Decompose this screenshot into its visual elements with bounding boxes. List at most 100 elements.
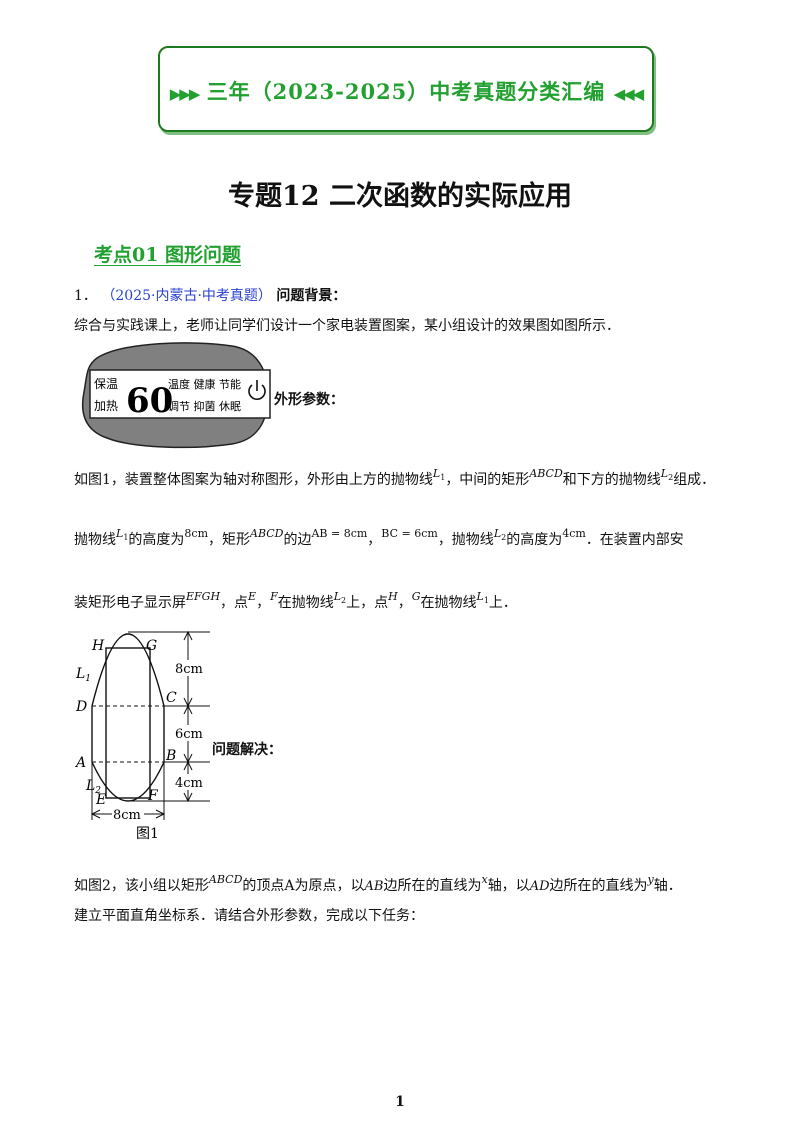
arrow-left-icon xyxy=(90,809,101,819)
math-ABCD: ABCD xyxy=(208,873,243,886)
arrow-up-icon xyxy=(183,704,193,715)
display-left-top: 保温 xyxy=(94,377,118,391)
header-banner: ▶▶▶ 三年（2023-2025）中考真题分类汇编 ◀◀◀ xyxy=(158,46,654,132)
page-title: 专题12 二次函数的实际应用 xyxy=(228,181,572,212)
dim-bottom-label: 4cm xyxy=(175,776,203,791)
math-x: x xyxy=(481,873,488,886)
banner-title: 三年（2023-2025）中考真题分类汇编 xyxy=(206,79,606,104)
text: 和下方的抛物线 xyxy=(562,472,661,488)
figure-caption: 图1 xyxy=(136,826,159,842)
text: 的高度为 xyxy=(128,532,185,548)
label-H: H xyxy=(91,638,105,654)
math-F: F xyxy=(270,590,278,603)
text: 在抛物线 xyxy=(277,595,334,611)
math-AB: AB xyxy=(364,879,384,894)
label-A: A xyxy=(74,755,86,771)
math-EFGH: EFGH xyxy=(186,590,221,603)
math-sym: L xyxy=(116,527,124,540)
power-icon xyxy=(248,380,266,400)
arrow-down-icon xyxy=(183,792,193,803)
label-L2: L2 xyxy=(85,778,101,796)
text: 上． xyxy=(488,595,517,611)
text: ， xyxy=(397,595,412,611)
text: 轴． xyxy=(653,878,682,894)
math-y: y xyxy=(647,873,654,886)
text: ， xyxy=(367,532,382,548)
label-F: F xyxy=(147,788,159,804)
math-ABCD: ABCD xyxy=(250,527,284,540)
text: 上，点 xyxy=(346,595,389,611)
text: 组成． xyxy=(673,472,716,488)
math-sym: L xyxy=(660,467,669,480)
text: 的边 xyxy=(283,532,312,548)
sub: 2 xyxy=(94,786,101,796)
paragraph-2: 抛物线L1的高度为8cm，矩形ABCD的边AB = 8cm，BC = 6cm，抛… xyxy=(74,527,684,552)
text: 抛物线 xyxy=(74,532,116,548)
solve-label: 问题解决： xyxy=(212,742,282,758)
dim-width-label: 8cm xyxy=(113,808,141,823)
display-right-bottom: 调节 抑菌 休眠 xyxy=(168,399,241,413)
math-G: G xyxy=(411,590,421,603)
arrow-up-icon xyxy=(183,760,193,771)
dim-bot-mask xyxy=(174,774,204,790)
paragraph-1: 如图1，装置整体图案为轴对称图形，外形由上方的抛物线L1，中间的矩形ABCD和下… xyxy=(74,467,716,492)
outer-param-label: 外形参数： xyxy=(274,392,344,408)
math-sym: L xyxy=(333,590,342,603)
display-panel xyxy=(89,369,271,419)
text: ，点 xyxy=(220,595,249,611)
math-sub: 2 xyxy=(341,596,347,605)
math-E: E xyxy=(248,590,257,603)
math-AB: AB = 8cm xyxy=(311,527,368,540)
text: 如图2，该小组以矩形 xyxy=(74,878,209,894)
dim-width-mask xyxy=(112,807,144,821)
paragraph-intro: 综合与实践课上，老师让同学们设计一个家电装置图案，某小组设计的效果图如图所示． xyxy=(74,318,620,334)
math-ABCD: ABCD xyxy=(529,467,563,480)
math-L2: L2 xyxy=(333,590,347,605)
page-number: 1 xyxy=(395,1094,405,1110)
screen-EFGH xyxy=(105,647,151,799)
math-L1: L1 xyxy=(433,467,446,482)
math-sym: L xyxy=(493,527,502,540)
dim-top-mask xyxy=(174,660,204,676)
math-sub: 2 xyxy=(501,533,507,542)
question-label: 问题背景： xyxy=(276,288,347,304)
text: 装矩形电子显示屏 xyxy=(74,595,186,611)
math-H: H xyxy=(388,590,398,603)
label-C: C xyxy=(166,690,177,706)
label-L1: L1 xyxy=(75,666,91,684)
section-heading: 考点01 图形问题 xyxy=(94,244,242,266)
text: ，中间的矩形 xyxy=(445,472,530,488)
text: ，抛物线 xyxy=(437,532,494,548)
arrow-right-icon xyxy=(155,809,166,819)
figure-1: . 8cm 6cm 4cm 8cm H G L1 C D B A L2 E F … xyxy=(74,630,210,842)
appliance-image: 保温 加热 60 温度 健康 节能 调节 抑菌 休眠 xyxy=(81,342,271,449)
label-G: G xyxy=(146,638,157,654)
text: ．在装置内部安 xyxy=(585,532,684,548)
arrow-up-icon xyxy=(183,630,193,641)
math-sub: 1 xyxy=(440,473,446,482)
triangle-right-icon: ▶▶▶ xyxy=(169,85,201,103)
label-D: D xyxy=(75,699,87,715)
question-header: 1． （2025·内蒙古·中考真题） 问题背景： xyxy=(74,286,346,306)
display-left-bottom: 加热 xyxy=(94,399,118,413)
parabola-L1 xyxy=(91,633,165,707)
math-L1: L1 xyxy=(116,527,128,542)
sub: 1 xyxy=(85,674,91,684)
math-L1: L1 xyxy=(477,590,489,605)
math-sub: 2 xyxy=(668,473,674,482)
text: 的顶点A为原点，以 xyxy=(242,878,365,894)
math-AD: AD xyxy=(529,879,550,894)
math-L2: L2 xyxy=(493,527,507,542)
math-4cm: 4cm xyxy=(562,527,586,540)
sym: L xyxy=(75,666,85,682)
dim-mid-mask xyxy=(174,725,204,741)
triangle-left-icon: ◀◀◀ xyxy=(613,85,645,103)
text: ，矩形 xyxy=(208,532,250,548)
paragraph-4: 如图2，该小组以矩形ABCD的顶点A为原点，以AB边所在的直线为x轴，以AD边所… xyxy=(74,873,682,897)
question-number: 1． xyxy=(74,288,97,304)
display-right-top: 温度 健康 节能 xyxy=(168,377,241,391)
sym: L xyxy=(85,778,95,794)
display-number: 60 xyxy=(126,381,173,421)
text: 如图1，装置整体图案为轴对称图形，外形由上方的抛物线 xyxy=(74,472,433,488)
question-source: （2025·内蒙古·中考真题） xyxy=(101,288,272,304)
